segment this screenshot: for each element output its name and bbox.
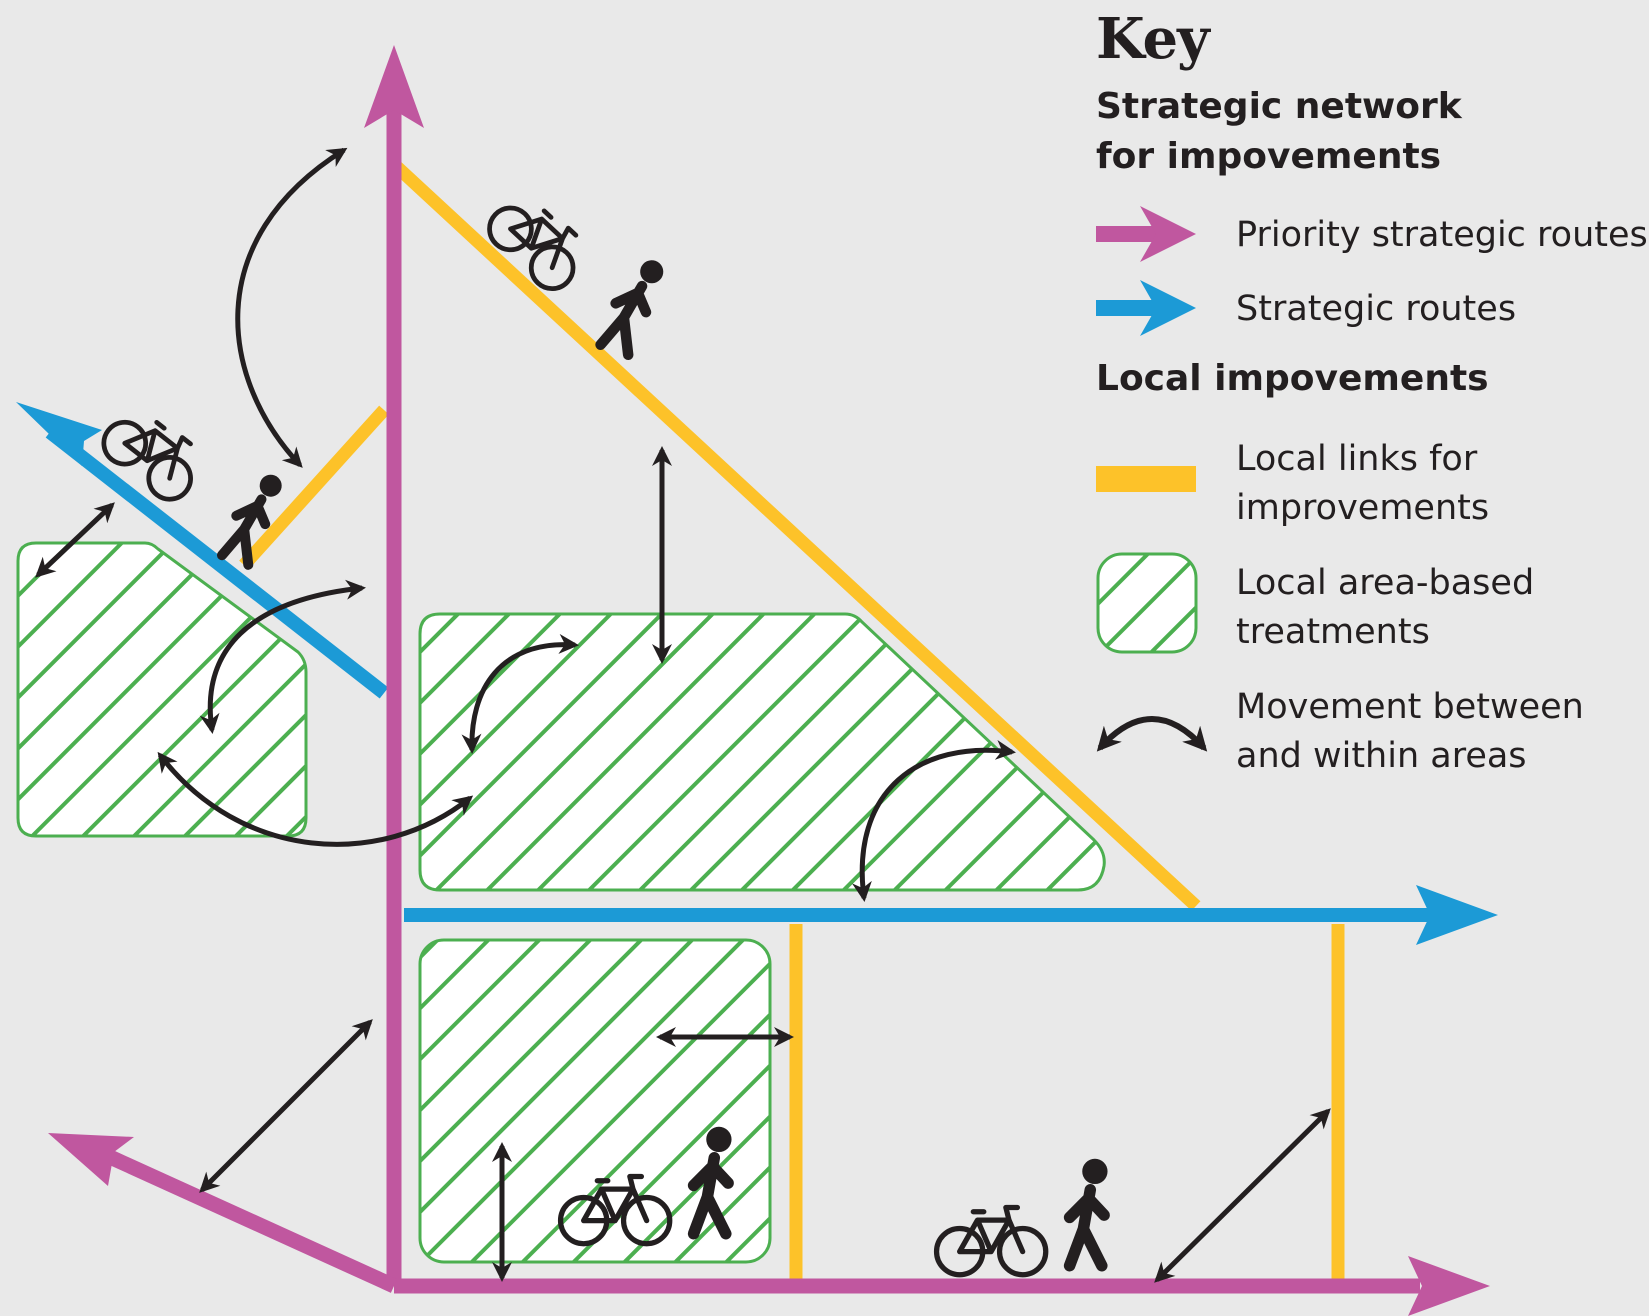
area-left (16, 541, 308, 838)
local-links-label-line1: Local links for (1236, 439, 1478, 479)
local-link-swatch (1096, 466, 1196, 492)
key-legend: Key Strategic network for impovements Pr… (1096, 0, 1649, 800)
pedestrian-icon (1070, 1159, 1108, 1266)
movement-label-line2: and within areas (1236, 736, 1527, 776)
movement-label-line1: Movement between (1236, 687, 1584, 727)
local-links (239, 161, 1345, 1282)
priority-route-swatch (1096, 206, 1196, 262)
area-treatments-label-line1: Local area-based (1236, 563, 1535, 603)
pedestrian-icon (601, 253, 667, 357)
priority-routes-label: Priority strategic routes (1236, 215, 1648, 255)
movement-arrows (35, 147, 1331, 1283)
bike-icon (95, 399, 210, 508)
bike-icon (937, 1208, 1046, 1275)
local-links-label-line2: improvements (1236, 488, 1490, 528)
area-treatment-swatch (1096, 552, 1198, 654)
strategic-routes-label: Strategic routes (1236, 289, 1517, 329)
key-title: Key (1096, 6, 1210, 72)
strategic-route-swatch (1096, 280, 1196, 336)
movement-arrow-icon (1096, 716, 1208, 752)
local-section-title: Local impovements (1096, 358, 1489, 399)
area-treatments-label-line2: treatments (1236, 612, 1430, 652)
priority-routes (48, 45, 1490, 1316)
strategic-section-title-line1: Strategic network (1096, 86, 1462, 127)
bike-icon (481, 185, 595, 297)
strategic-section-title-line2: for impovements (1096, 136, 1442, 177)
